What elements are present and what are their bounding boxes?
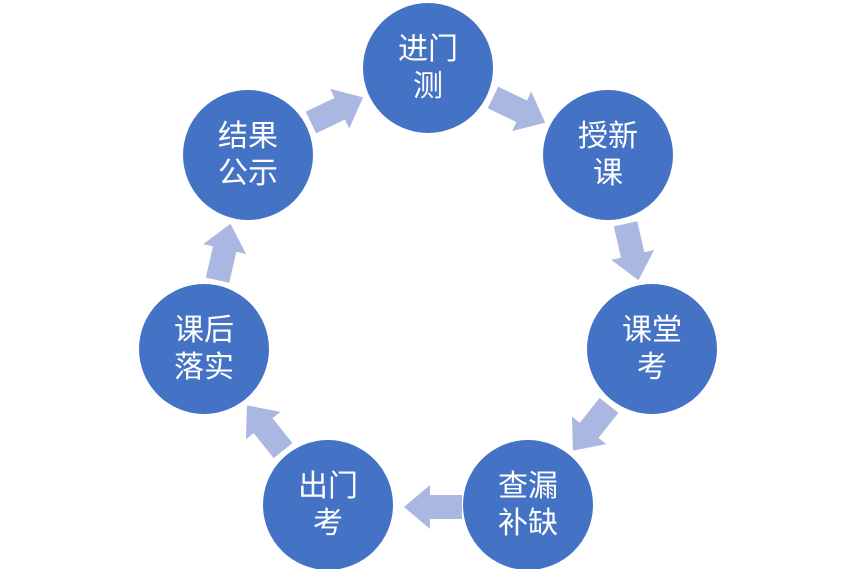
node-label-line: 公示 [218,157,278,190]
node-label-line: 查漏 [498,470,558,503]
node-label-line: 考 [313,507,343,540]
cycle-arrow-fillgaps-to-exittest [404,485,462,529]
block-arrow-icon [404,485,462,529]
node-label-line: 考 [637,351,667,384]
node-label-line: 结果 [218,120,278,153]
cycle-arrow-afterclass-to-results [196,219,252,285]
node-label-line: 出门 [298,470,358,503]
block-arrow-icon [487,86,546,132]
cycle-node-class-quiz: 课堂 考 [587,284,717,414]
block-arrow-icon [611,221,655,281]
block-arrow-icon [571,397,619,451]
cycle-node-teach-new-lesson: 授新 课 [543,90,673,220]
cycle-arrow-exittest-to-afterclass [230,392,301,465]
node-label-line: 进门 [398,33,458,66]
node-label-line: 补缺 [498,507,558,540]
cycle-arrow-classquiz-to-fillgaps [556,392,627,465]
node-label-line: 测 [413,70,443,103]
block-arrow-icon [245,405,293,459]
cycle-arrow-newlesson-to-classquiz [604,219,660,285]
cycle-node-publish-results: 结果 公示 [183,90,313,220]
cycle-arrow-entry-to-newlesson [483,78,554,143]
block-arrow-icon [203,223,247,283]
block-arrow-icon [305,88,364,134]
node-label-line: 课后 [174,314,234,347]
node-label-line: 课 [593,157,623,190]
node-label-line: 授新 [578,120,638,153]
cycle-node-entry-test: 进门 测 [363,3,493,133]
node-label-line: 课堂 [622,314,682,347]
cycle-node-after-class: 课后 落实 [139,284,269,414]
cycle-node-exit-test: 出门 考 [263,440,393,569]
cycle-node-find-fill-gaps: 查漏 补缺 [463,440,593,569]
node-label-line: 落实 [174,351,234,384]
cycle-arrow-results-to-entry [301,78,372,143]
